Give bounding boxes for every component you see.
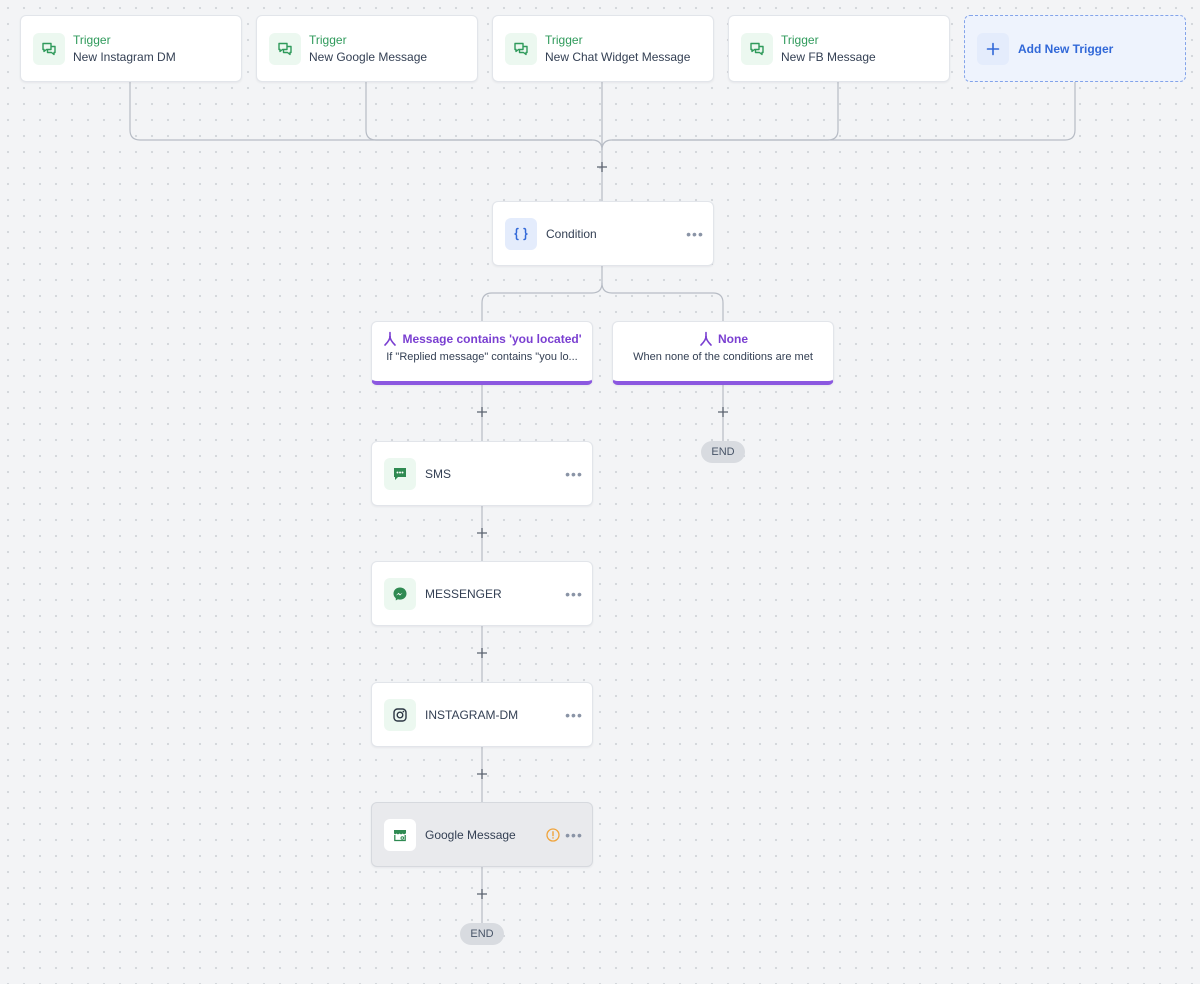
plus-icon bbox=[597, 162, 607, 172]
more-options-icon[interactable]: ••• bbox=[686, 225, 704, 242]
trigger-card-instagram-dm[interactable]: Trigger New Instagram DM bbox=[20, 15, 242, 82]
action-label: MESSENGER bbox=[425, 586, 502, 601]
sms-icon bbox=[384, 457, 416, 490]
more-options-icon[interactable]: ••• bbox=[565, 585, 583, 602]
plus-icon bbox=[477, 528, 487, 538]
warning-icon[interactable] bbox=[546, 827, 560, 842]
curly-braces-icon bbox=[505, 217, 537, 250]
messenger-icon bbox=[384, 577, 416, 610]
branch-title: None bbox=[718, 331, 748, 346]
branch-description: If "Replied message" contains "you lo... bbox=[386, 351, 578, 363]
branch-split-icon bbox=[384, 331, 397, 346]
add-step-button[interactable] bbox=[595, 160, 609, 174]
add-step-button[interactable] bbox=[475, 646, 489, 660]
trigger-kind: Trigger bbox=[545, 32, 583, 47]
trigger-card-chat-widget[interactable]: Trigger New Chat Widget Message bbox=[492, 15, 714, 82]
chat-bubbles-icon bbox=[741, 32, 773, 65]
add-step-button[interactable] bbox=[475, 405, 489, 419]
add-trigger-label: Add New Trigger bbox=[1018, 41, 1114, 56]
instagram-icon bbox=[384, 698, 416, 731]
plus-icon bbox=[477, 407, 487, 417]
trigger-name: New FB Message bbox=[781, 49, 876, 64]
plus-icon bbox=[477, 648, 487, 658]
condition-label: Condition bbox=[546, 226, 597, 241]
plus-icon bbox=[477, 769, 487, 779]
plus-icon bbox=[718, 407, 728, 417]
branch-split-icon bbox=[700, 331, 712, 346]
google-business-icon bbox=[384, 818, 416, 851]
action-label: INSTAGRAM-DM bbox=[425, 707, 519, 722]
trigger-kind: Trigger bbox=[309, 32, 347, 47]
action-label: SMS bbox=[425, 466, 452, 481]
add-step-button[interactable] bbox=[475, 526, 489, 540]
branch-description: When none of the conditions are met bbox=[633, 351, 813, 363]
action-node-instagram-dm[interactable]: INSTAGRAM-DM ••• bbox=[371, 682, 593, 747]
trigger-card-fb-message[interactable]: Trigger New FB Message bbox=[728, 15, 950, 82]
more-options-icon[interactable]: ••• bbox=[565, 706, 583, 723]
branch-card-none[interactable]: None When none of the conditions are met bbox=[612, 321, 834, 385]
plus-icon bbox=[477, 889, 487, 899]
branch-title: Message contains 'you located' bbox=[402, 331, 582, 346]
branch-card-message-contains[interactable]: Message contains 'you located' If "Repli… bbox=[371, 321, 593, 385]
add-step-button[interactable] bbox=[475, 767, 489, 781]
chat-bubbles-icon bbox=[505, 32, 537, 65]
add-step-button[interactable] bbox=[475, 887, 489, 901]
trigger-name: New Instagram DM bbox=[73, 49, 176, 64]
trigger-kind: Trigger bbox=[73, 32, 111, 47]
chat-bubbles-icon bbox=[269, 32, 301, 65]
add-new-trigger-button[interactable]: Add New Trigger bbox=[964, 15, 1186, 82]
action-label: Google Message bbox=[425, 827, 516, 842]
chat-bubbles-icon bbox=[33, 32, 65, 65]
condition-node[interactable]: Condition ••• bbox=[492, 201, 714, 266]
plus-icon bbox=[977, 32, 1009, 65]
trigger-name: New Google Message bbox=[309, 49, 428, 64]
action-node-messenger[interactable]: MESSENGER ••• bbox=[371, 561, 593, 626]
end-marker: END bbox=[701, 441, 745, 463]
end-marker: END bbox=[460, 923, 504, 945]
more-options-icon[interactable]: ••• bbox=[565, 826, 583, 843]
add-step-button[interactable] bbox=[716, 405, 730, 419]
trigger-kind: Trigger bbox=[781, 32, 819, 47]
action-node-sms[interactable]: SMS ••• bbox=[371, 441, 593, 506]
trigger-card-google-message[interactable]: Trigger New Google Message bbox=[256, 15, 478, 82]
more-options-icon[interactable]: ••• bbox=[565, 465, 583, 482]
trigger-name: New Chat Widget Message bbox=[545, 49, 691, 64]
action-node-google-message[interactable]: Google Message ••• bbox=[371, 802, 593, 867]
